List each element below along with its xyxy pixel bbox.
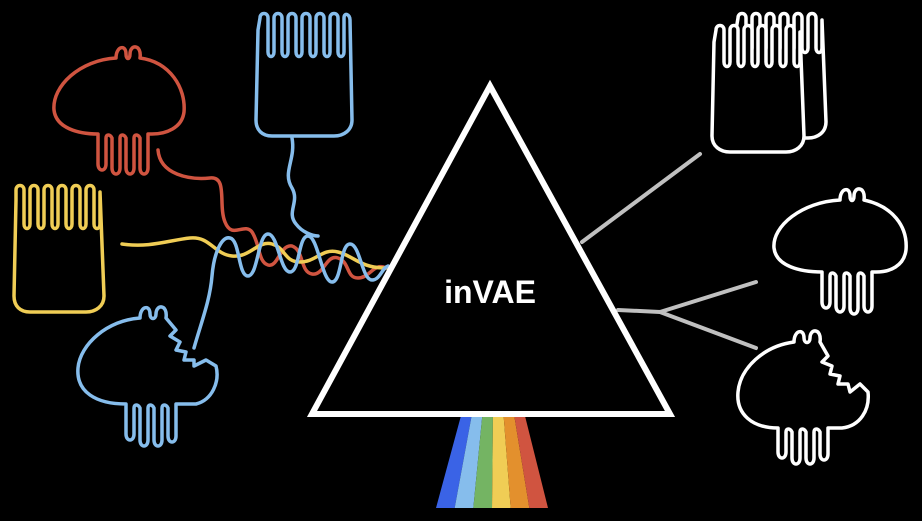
input-signals [120, 136, 390, 350]
output-line-top [580, 152, 702, 244]
output-line-stem [616, 308, 662, 314]
red-signal-line [156, 148, 388, 280]
blue-tissue-connector-line [286, 136, 320, 238]
spectrum-beam-2 [454, 412, 483, 508]
invae-triangle [306, 79, 676, 417]
spectrum-beam-4 [492, 412, 511, 508]
white-tissue-front [710, 23, 806, 154]
output-line-branch-lower [658, 310, 758, 350]
blue-villus-tissue-icon [254, 11, 354, 138]
blue-signal-line [192, 232, 390, 350]
output-lines [580, 152, 758, 350]
yellow-signal-line [120, 236, 388, 270]
white-jellyfish-cell-icon [772, 187, 908, 316]
spectrum-beam-6 [513, 412, 548, 508]
invae-label: inVAE [444, 274, 536, 310]
white-spiky-cell-icon [736, 329, 870, 466]
white-stacked-tissue-icon [710, 11, 828, 154]
blue-spiky-cell-icon [76, 305, 219, 448]
output-line-branch-upper [658, 280, 758, 314]
spectrum-beam-5 [503, 412, 530, 508]
yellow-villus-tissue-icon [12, 183, 106, 314]
spectrum-beams [436, 412, 548, 508]
spectrum-beam-1 [436, 412, 473, 508]
spectrum-beam-3 [473, 412, 493, 508]
red-jellyfish-cell-icon [52, 45, 186, 176]
